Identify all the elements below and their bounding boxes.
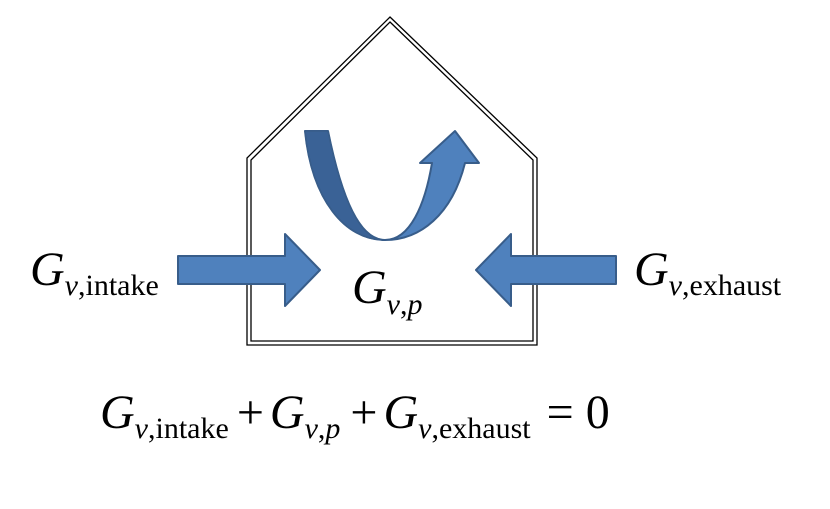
eq-term2-sub-v: v [305,412,319,445]
intake-arrow [177,233,321,307]
eq-term1-sub-name: intake [156,412,229,445]
house-outline-inner [250,21,534,342]
eq-term3-sub-comma: , [431,412,439,445]
eq-rhs: 0 [586,386,610,439]
label-intake-sub-v: v [65,269,79,302]
label-pressure-G: G [352,261,387,314]
eq-term1-G: G [100,386,135,439]
eq-term1-sub-v: v [135,412,149,445]
circulation-arrow-shade [304,130,386,241]
eq-plus-1: + [237,386,264,439]
label-pressure-sub-comma: , [400,288,408,321]
eq-plus-2: + [350,386,377,439]
label-intake-sub-comma: , [78,269,86,302]
eq-term3-sub-v: v [418,412,432,445]
house-outline-outer [246,16,538,346]
eq-term2-sub-name: p [323,412,340,445]
exhaust-arrow [475,233,617,307]
label-pressure: Gv,p [352,261,423,321]
eq-term1-sub-comma: , [148,412,156,445]
label-pressure-sub-v: v [387,288,401,321]
label-intake-G: G [30,243,65,296]
eq-term2-sub-comma: , [318,412,326,445]
label-exhaust-sub-v: v [669,269,683,302]
eq-term3-sub-name: exhaust [439,412,531,445]
house-outline [246,16,538,346]
label-exhaust-sub-name: exhaust [690,269,782,302]
eq-term3-G: G [383,386,418,439]
label-exhaust: Gv,exhaust [634,243,782,302]
label-exhaust-sub-comma: , [682,269,690,302]
circulation-arrow [304,130,480,241]
eq-equals: = [547,386,574,439]
label-pressure-sub-name: p [406,288,423,321]
label-intake: Gv,intake [30,243,159,302]
balance-equation: Gv,intake+Gv,p+Gv,exhaust=0 [100,386,610,445]
label-exhaust-G: G [634,243,669,296]
label-intake-sub-name: intake [86,269,159,302]
eq-term2-G: G [270,386,305,439]
